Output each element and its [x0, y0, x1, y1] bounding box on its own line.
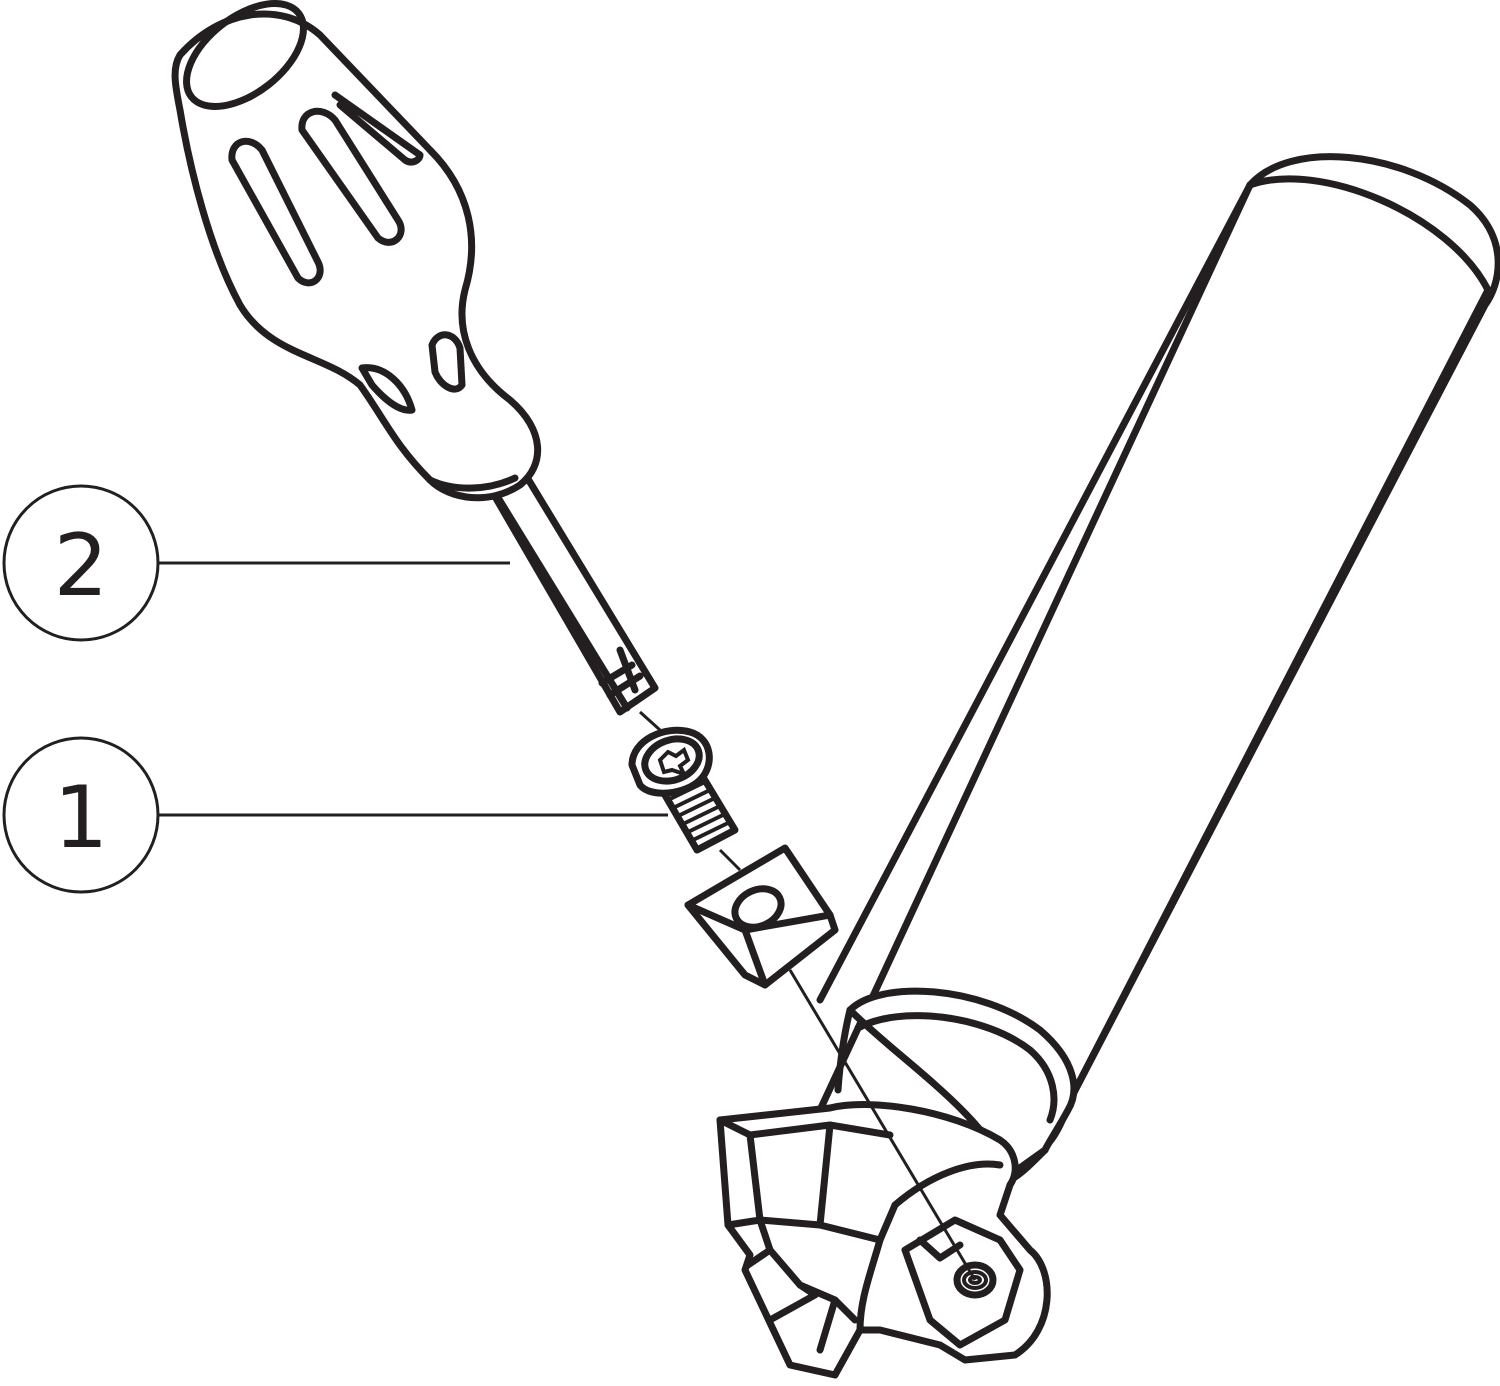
screwdriver-handle: [171, 10, 542, 502]
holder-left-edge: [816, 181, 1254, 1004]
holder-end-face: [1246, 175, 1492, 294]
holder-collar-inner: [854, 1012, 1058, 1124]
holder-collar: [846, 987, 1078, 1179]
handle-end-cap: [183, 0, 307, 110]
grip-groove: [358, 364, 416, 414]
callout-2: 2: [2, 484, 510, 642]
screw: [628, 726, 739, 854]
grip-groove: [228, 137, 324, 287]
assembly-axis-line: [638, 710, 977, 1281]
callout-circle-2: [2, 484, 160, 642]
grip-groove: [298, 107, 405, 246]
tool-holder: [716, 153, 1500, 1379]
shim-body: [684, 844, 839, 989]
grip-groove: [331, 91, 424, 166]
screwdriver: [171, 0, 659, 716]
callout-label-1: 1: [54, 768, 109, 868]
torx-socket: [657, 746, 691, 778]
shim: [684, 844, 839, 989]
grip-groove: [428, 331, 466, 393]
torx-tip: [598, 646, 644, 699]
callout-1: 1: [2, 736, 668, 894]
callout-label-2: 2: [54, 516, 109, 616]
holder-right-edge: [1066, 286, 1492, 1104]
threaded-hole: [953, 1261, 997, 1299]
shim-hole: [731, 885, 785, 931]
callout-circle-1: [2, 736, 160, 894]
